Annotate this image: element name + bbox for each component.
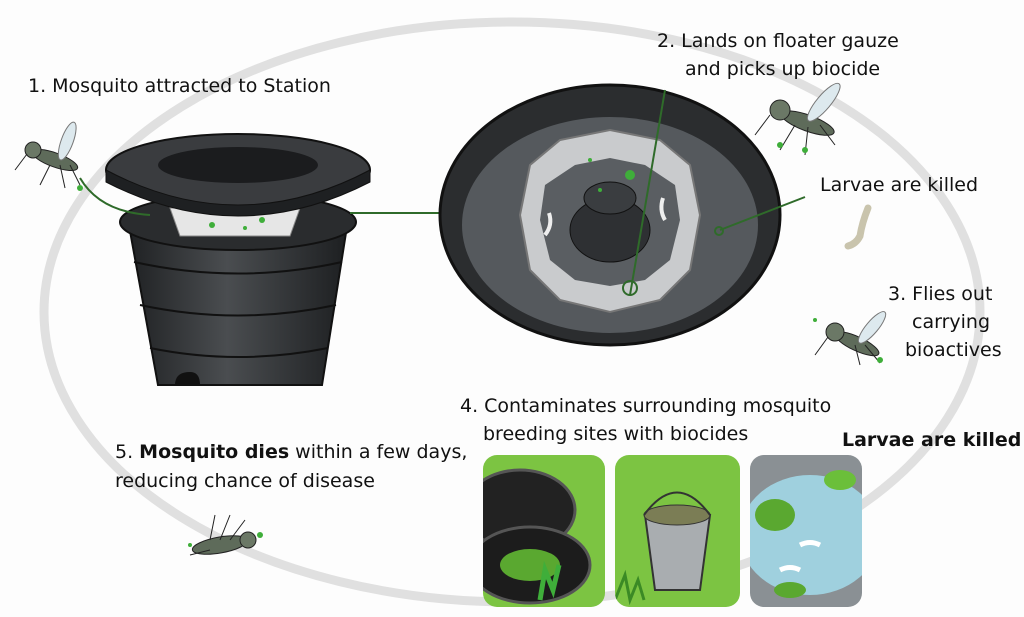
step-3-label-line2: carrying: [912, 311, 990, 333]
step-4-label-line1: 4. Contaminates surrounding mosquito: [460, 395, 831, 417]
mosquito-icon: [754, 82, 841, 156]
pointer-line: [719, 196, 806, 231]
step-1-label: 1. Mosquito attracted to Station: [28, 75, 331, 97]
step-2-label-line2: and picks up biocide: [685, 58, 880, 80]
flight-arrow: [79, 177, 151, 216]
mosquito-icon: [14, 121, 83, 191]
larvae-killed-sites-label: Larvae are killed: [842, 429, 1021, 451]
step-5-bold: Mosquito dies: [139, 441, 289, 463]
step-5-label-line2: reducing chance of disease: [115, 470, 375, 492]
step-5-prefix: 5.: [115, 441, 139, 463]
step-4-label-line2: breeding sites with biocides: [483, 423, 748, 445]
step-3-label-line1: 3. Flies out: [888, 283, 992, 305]
pointer-line: [629, 89, 666, 296]
step-3-label-line3: bioactives: [905, 339, 1002, 361]
larva-icon: [844, 204, 872, 250]
breeding-site-tyres: [483, 455, 605, 607]
mosquito-icon: [813, 311, 887, 366]
station-pot-illustration: [105, 133, 371, 386]
step-2-label-line1: 2. Lands on floater gauze: [657, 30, 899, 52]
breeding-site-bucket: [615, 455, 740, 607]
breeding-site-pond: [750, 455, 862, 607]
step-5-rest: within a few days,: [289, 441, 467, 463]
dead-mosquito-icon: [188, 514, 263, 556]
larvae-killed-station-label: Larvae are killed: [820, 174, 978, 196]
station-interior-illustration: [438, 83, 782, 347]
step-5-label-line1: 5. Mosquito dies within a few days,: [115, 441, 467, 463]
